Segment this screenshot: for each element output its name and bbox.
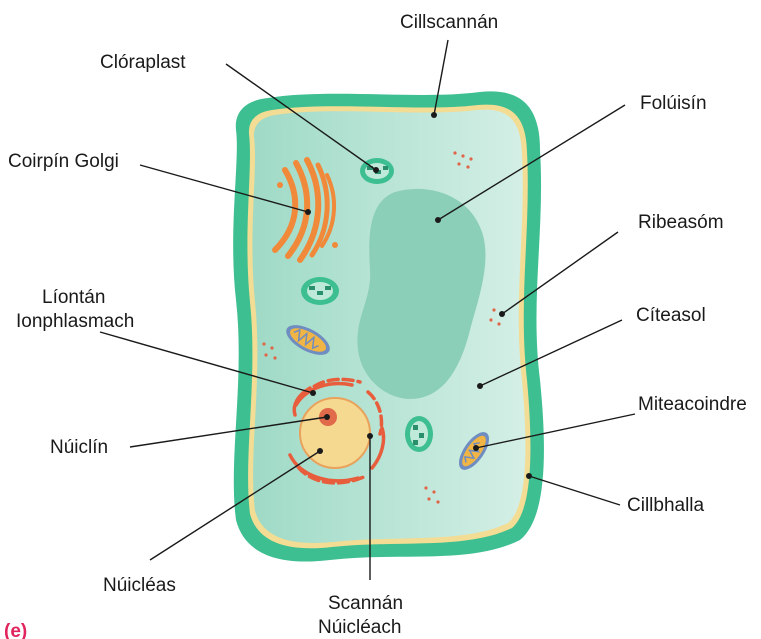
- label-mitochondria: Miteacoindre: [638, 394, 747, 415]
- label-ribosome: Ribeasóm: [638, 212, 724, 233]
- label-chloroplast: Clóraplast: [100, 52, 186, 73]
- label-nucleus: Núicléas: [103, 575, 176, 596]
- chloroplast-shape: [405, 416, 433, 452]
- label-nuclear-membrane-line2: Núicléach: [318, 617, 401, 638]
- label-cell-wall: Cillbhalla: [627, 495, 705, 516]
- corner-mark: (e): [4, 621, 27, 639]
- label-nucleolus: Núiclín: [50, 437, 108, 458]
- label-vacuole: Folúisín: [640, 93, 707, 114]
- label-cell-membrane: Cillscannán: [400, 12, 498, 33]
- label-cytosol: Cíteasol: [636, 305, 706, 326]
- label-er-line2: Ionphlasmach: [16, 311, 134, 332]
- chloroplast-shape: [301, 277, 339, 305]
- label-golgi: Coirpín Golgi: [8, 151, 119, 172]
- label-nuclear-membrane-line1: Scannán: [328, 593, 403, 614]
- label-er-line1: Líontán: [42, 287, 105, 308]
